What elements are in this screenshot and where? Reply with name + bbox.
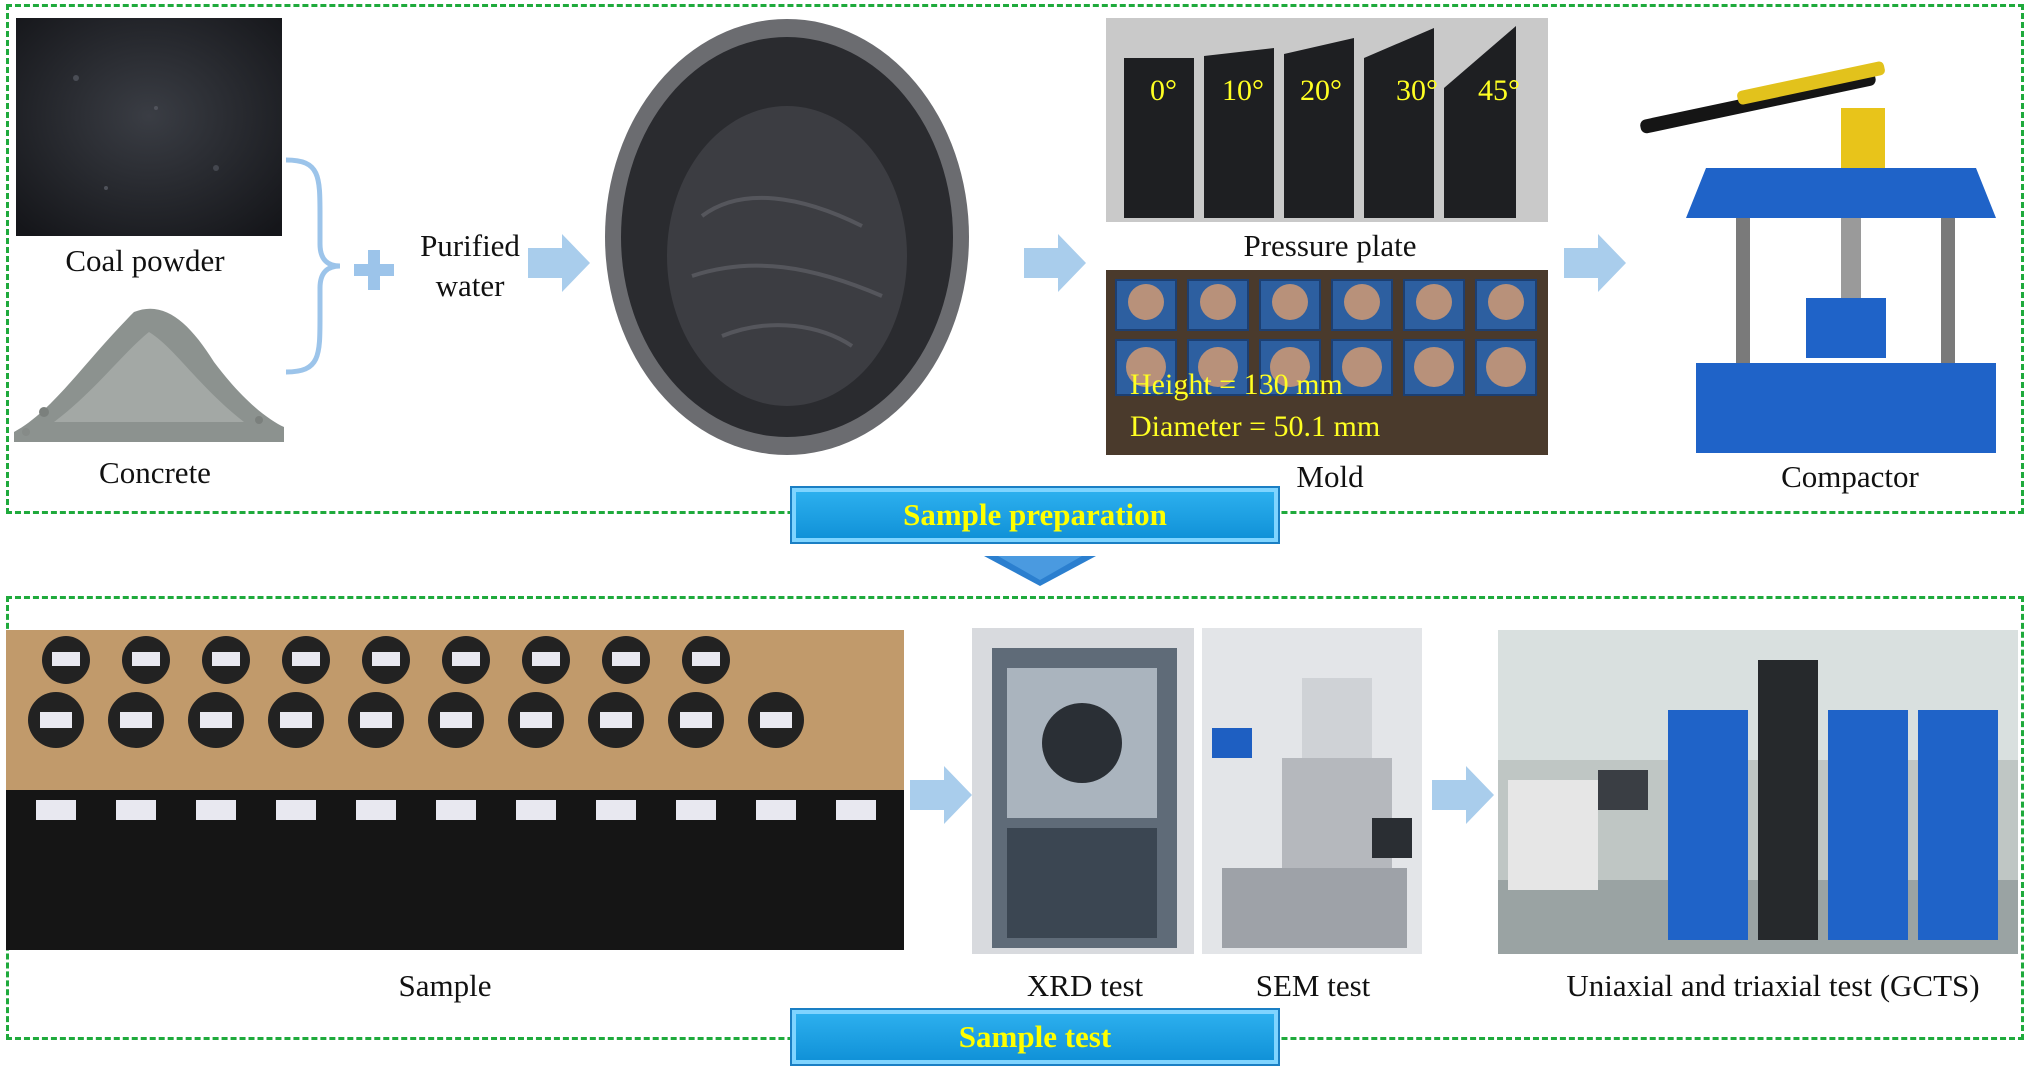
mixing-bowl-photo [602,16,972,458]
angle-label: 20° [1300,74,1342,107]
sample-preparation-banner: Sample preparation [790,486,1280,544]
angle-label: 10° [1222,74,1264,107]
arrow-right-icon [1024,234,1086,292]
sample-test-banner: Sample test [790,1008,1280,1066]
coal-powder-photo [16,18,282,236]
angle-label: 30° [1396,74,1438,107]
sem-test-label: SEM test [1255,968,1371,1003]
mold-height-label: Height = 130 mm [1130,368,1343,401]
sem-photo [1202,628,1422,954]
arrow-right-icon [1432,766,1494,824]
sample-photo [6,630,904,950]
concrete-label: Concrete [99,455,211,490]
angle-label: 0° [1150,74,1177,107]
arrow-right-icon [1564,234,1626,292]
mold-diameter-label: Diameter = 50.1 mm [1130,410,1381,443]
brace-icon [285,157,341,375]
pressure-plate-label: Pressure plate [1243,228,1417,263]
concrete-photo [14,292,284,442]
purified-water-label: Purified water [420,228,520,304]
compactor-label: Compactor [1781,459,1919,494]
angle-label: 45° [1478,74,1520,107]
sample-label: Sample [398,968,492,1003]
mold-label: Mold [1296,459,1364,494]
xrd-photo [972,628,1194,954]
plus-icon [354,250,394,290]
compactor-photo [1636,18,2018,458]
gcts-test-label: Uniaxial and triaxial test (GCTS) [1566,968,1980,1003]
gcts-photo [1498,630,2018,954]
pressure-plate-photo [1106,18,1548,222]
mold-photo [1106,270,1548,455]
xrd-test-label: XRD test [1026,968,1144,1003]
arrow-right-icon [528,234,590,292]
arrow-down-icon [984,556,1096,586]
coal-powder-label: Coal powder [65,243,225,278]
arrow-right-icon [910,766,972,824]
